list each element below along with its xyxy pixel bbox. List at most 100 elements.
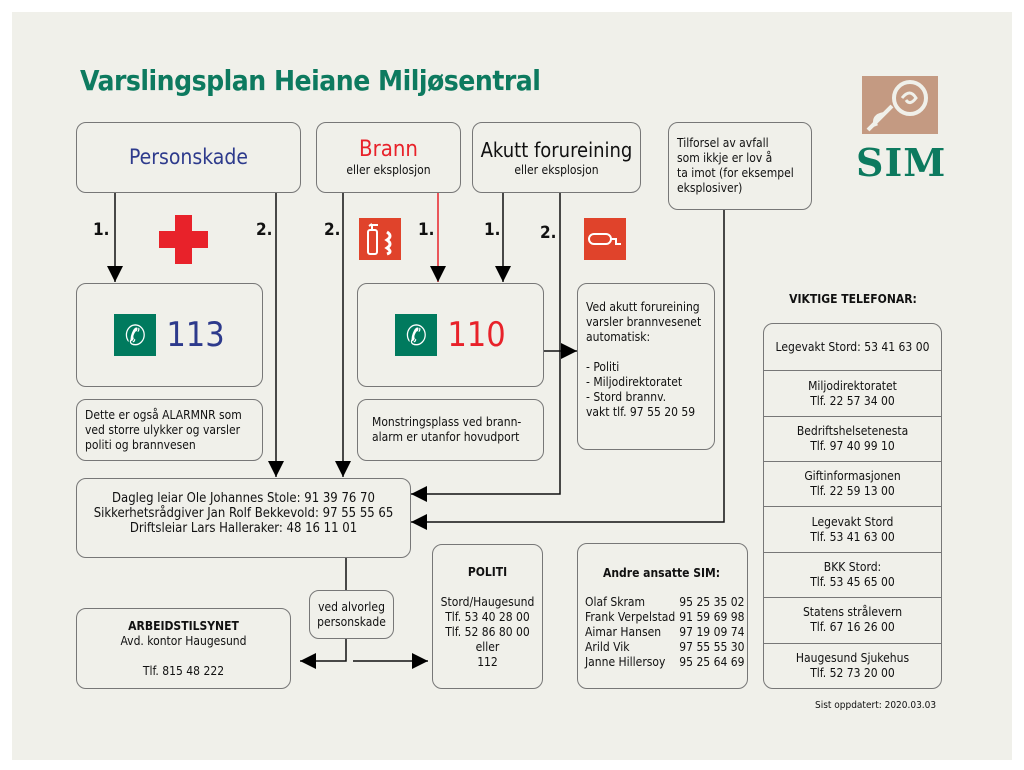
- text-line: Tilforsel av avfall: [677, 136, 769, 150]
- manager-line: Sikkerhetsrådgiver Jan Rolf Bekkevold: 9…: [93, 506, 394, 521]
- rose-logo-icon: [862, 76, 938, 134]
- text-line: personskade: [317, 614, 386, 629]
- phone-text: Legevakt Stord: 53 41 63 00: [775, 339, 930, 354]
- politi-title: POLITI: [467, 565, 508, 579]
- important-title: VIKTIGE TELEFONAR:: [789, 292, 917, 306]
- text-line: Dette er også ALARMNR som: [85, 407, 242, 422]
- staff-name: Frank Verpelstad: [585, 610, 676, 624]
- phone-text: Tlf. 67 16 26 00: [810, 620, 895, 635]
- staff-name: Aimar Hansen: [585, 625, 662, 639]
- text-line: Monstringsplass ved brann-: [372, 415, 522, 429]
- politi-box: POLITI Stord/Haugesund Tlf. 53 40 28 00 …: [432, 544, 543, 689]
- text-line: - Stord brannv.: [586, 390, 666, 404]
- akutt-sub: eller eksplosjon: [514, 163, 599, 177]
- phone-text: Tlf. 22 59 13 00: [810, 484, 895, 499]
- fire-extinguisher-icon: [359, 218, 401, 260]
- arrow-akutt-management: [411, 192, 561, 502]
- arbeidstilsynet-office: Avd. kontor Haugesund: [120, 633, 247, 648]
- arbeidstilsynet-title: ARBEIDSTILSYNET: [128, 618, 239, 633]
- page-title: Varslingsplan Heiane Miljøsentral: [80, 64, 541, 97]
- category-tilforsel: Tilforsel av avfall som ikkje er lov å t…: [668, 122, 812, 210]
- staff-title: Andre ansatte SIM:: [603, 566, 721, 580]
- akutt-label: Akutt forureining: [480, 138, 633, 162]
- staff-box: Andre ansatte SIM: Olaf Skram 95 25 35 02…: [577, 543, 748, 689]
- text-line: automatisk:: [586, 330, 651, 344]
- text-line: alarm er utanfor hovudport: [372, 430, 520, 444]
- text-line: Stord/Haugesund: [440, 595, 535, 609]
- staff-phone: 91 59 69 98: [679, 610, 745, 624]
- phone-icon: ✆: [114, 314, 157, 356]
- emergency-113-box: ✆113: [76, 283, 263, 387]
- text-line: ta imot (for eksempel: [677, 166, 794, 180]
- category-akutt: Akutt forureining eller eksplosjon: [472, 122, 641, 193]
- phone-text: Statens strålevern: [802, 605, 903, 620]
- arbeidstilsynet-box: ARBEIDSTILSYNET Avd. kontor Haugesund Tl…: [76, 608, 291, 689]
- arrow-tilforsel-management: [411, 209, 725, 530]
- text-line: - Miljodirektoratet: [586, 375, 683, 389]
- text-line: varsler brannvesenet: [586, 315, 702, 329]
- category-personskade: Personskade: [76, 122, 301, 193]
- phone-text: Haugesund Sjukehus: [795, 650, 910, 665]
- step-label: 2.: [256, 220, 273, 240]
- staff-phone: 97 55 55 30: [679, 640, 745, 654]
- phone-row: Legevakt Stord: 53 41 63 00: [764, 324, 941, 372]
- important-phones-table: Legevakt Stord: 53 41 63 00 Miljodirekto…: [763, 323, 942, 689]
- phone-text: Tlf. 22 57 34 00: [810, 393, 895, 408]
- text-line: eller: [475, 640, 500, 654]
- phone-text: Giftinformasjonen: [804, 469, 901, 484]
- text-line: ved storre ulykker og varsler: [85, 422, 241, 437]
- text-line: ved alvorleg: [318, 599, 385, 614]
- text-line: 112: [477, 655, 498, 669]
- text-line: Tlf. 53 40 28 00: [445, 610, 530, 624]
- phone-icon: ✆: [395, 314, 438, 356]
- category-brann: Brann eller eksplosjon: [316, 122, 461, 193]
- chemical-spill-icon: [584, 218, 626, 260]
- step-label: 2.: [540, 223, 557, 243]
- brann-sub: eller eksplosjon: [346, 163, 431, 177]
- staff-name: Janne Hillersoy: [585, 655, 666, 669]
- staff-name: Olaf Skram: [585, 595, 646, 609]
- last-updated: Sist oppdatert: 2020.03.03: [815, 700, 937, 711]
- text-line: - Politi: [586, 360, 620, 374]
- phone-text: BKK Stord:: [823, 560, 882, 575]
- manager-line: Dagleg leiar Ole Johannes Stole: 91 39 7…: [112, 491, 375, 506]
- phone-text: Legevakt Stord: [811, 514, 894, 529]
- phone-text: Tlf. 52 73 20 00: [810, 665, 895, 680]
- staff-phone: 95 25 35 02: [679, 595, 745, 609]
- phone-text: Bedriftshelsetenesta: [796, 423, 909, 438]
- logo-text: SIM: [856, 140, 947, 185]
- manager-line: Driftsleiar Lars Halleraker: 48 16 11 01: [129, 521, 358, 536]
- text-line: som ikkje er lov å: [677, 151, 773, 165]
- step-label: 1.: [418, 220, 435, 240]
- arrow-severe-arbeidstilsynet: [300, 638, 347, 669]
- arbeidstilsynet-phone: Tlf. 815 48 222: [142, 663, 225, 678]
- staff-name: Arild Vik: [585, 640, 630, 654]
- akutt-note: Ved akutt forureining varsler brannvesen…: [577, 283, 715, 450]
- phone-text: Tlf. 97 40 99 10: [810, 438, 895, 453]
- text-line: vakt tlf. 97 55 20 59: [586, 405, 696, 419]
- text-line: eksplosiver): [677, 181, 743, 195]
- severe-injury-box: ved alvorleg personskade: [309, 590, 394, 639]
- text-line: politi og brannvesen: [85, 437, 196, 452]
- monstring-note: Monstringsplass ved brann- alarm er utan…: [357, 399, 544, 461]
- phone-row: BKK Stord:Tlf. 53 45 65 00: [764, 553, 941, 599]
- staff-phone: 97 19 09 74: [679, 625, 745, 639]
- fire-number: 110: [447, 314, 506, 355]
- phone-text: Tlf. 53 41 63 00: [810, 529, 895, 544]
- management-box: Dagleg leiar Ole Johannes Stole: 91 39 7…: [76, 478, 411, 558]
- step-label: 1.: [484, 220, 501, 240]
- text-line: Tlf. 52 86 80 00: [445, 625, 530, 639]
- alarm-note: Dette er også ALARMNR som ved storre uly…: [76, 399, 263, 461]
- text-line: Ved akutt forureining: [586, 300, 700, 314]
- first-aid-cross-icon: [159, 215, 208, 264]
- step-label: 1.: [93, 220, 110, 240]
- phone-text: Tlf. 53 45 65 00: [810, 575, 895, 590]
